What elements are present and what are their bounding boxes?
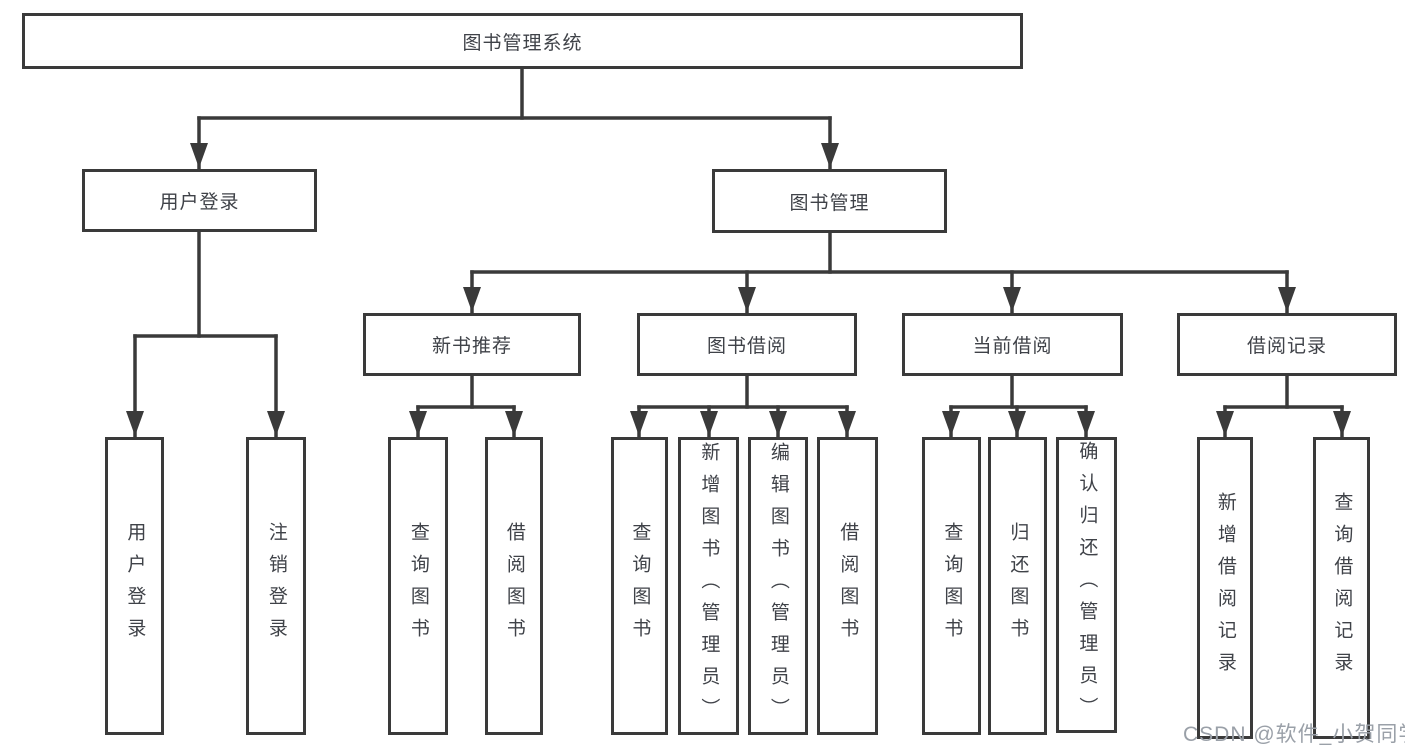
node-label: 图书管理 [789, 192, 870, 214]
leaf-user-login: 用户登录 [105, 437, 164, 735]
leaf-query-borrow-record: 查询借阅记录 [1313, 437, 1370, 739]
node-label: 当前借阅 [972, 336, 1053, 357]
node-book-borrowing: 图书借阅 [637, 313, 857, 376]
watermark: CSDN @软件_小贺同学 [1183, 723, 1405, 746]
node-label: 新书推荐 [431, 336, 512, 357]
node-label: 用户登录 [124, 522, 146, 650]
leaf-add-book-admin: 新增图书（管理员） [678, 437, 739, 735]
node-label: 用户登录 [159, 192, 240, 213]
node-label: 查询图书 [629, 522, 651, 650]
node-library-management-system: 图书管理系统 [22, 13, 1023, 69]
leaf-add-borrow-record: 新增借阅记录 [1197, 437, 1253, 739]
node-label: 查询图书 [941, 522, 963, 650]
node-new-book-recommendation: 新书推荐 [363, 313, 581, 376]
leaf-return-books: 归还图书 [988, 437, 1047, 735]
node-label: 查询借阅记录 [1331, 492, 1353, 684]
node-label: 图书管理系统 [462, 32, 583, 54]
leaf-query-books-borrowing: 查询图书 [611, 437, 668, 735]
node-label: 编辑图书（管理员） [767, 442, 789, 730]
leaf-borrow-books-recommend: 借阅图书 [485, 437, 543, 735]
node-current-borrowing: 当前借阅 [902, 313, 1123, 376]
node-borrowing-records: 借阅记录 [1177, 313, 1397, 376]
node-label: 新增图书（管理员） [698, 442, 720, 730]
leaf-query-books-recommend: 查询图书 [388, 437, 448, 735]
node-label: 查询图书 [407, 522, 429, 650]
node-label: 借阅图书 [503, 522, 525, 650]
leaf-logout: 注销登录 [246, 437, 306, 735]
node-label: 归还图书 [1007, 522, 1029, 650]
node-label: 新增借阅记录 [1214, 492, 1236, 684]
leaf-borrow-books-borrowing: 借阅图书 [817, 437, 878, 735]
node-label: 借阅图书 [837, 522, 859, 650]
node-label: 注销登录 [265, 522, 287, 650]
node-label: 图书借阅 [706, 336, 787, 357]
node-label: 确认归还（管理员） [1076, 441, 1098, 729]
node-label: 借阅记录 [1246, 336, 1327, 357]
leaf-confirm-return-admin: 确认归还（管理员） [1056, 437, 1117, 733]
node-user-login: 用户登录 [82, 169, 317, 232]
leaf-edit-book-admin: 编辑图书（管理员） [748, 437, 808, 735]
leaf-query-books-current: 查询图书 [922, 437, 981, 735]
node-book-management: 图书管理 [712, 169, 947, 233]
